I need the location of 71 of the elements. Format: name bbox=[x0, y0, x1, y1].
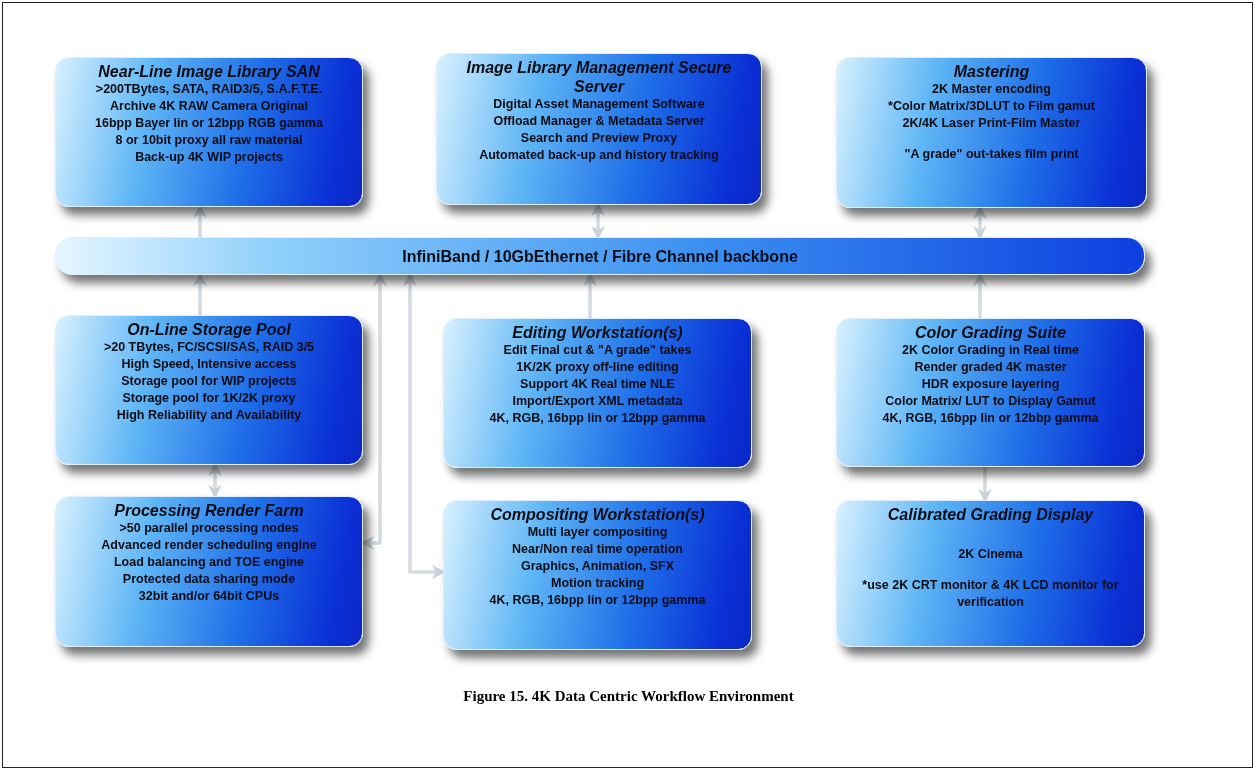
component-box bbox=[836, 500, 1145, 647]
box-title: Color Grading Suite bbox=[914, 323, 1067, 342]
box-text: Digital Asset Management Software bbox=[493, 96, 705, 113]
box-text: Motion tracking bbox=[550, 575, 645, 592]
box-text: Automated back-up and history tracking bbox=[479, 147, 719, 164]
box-text: Back-up 4K WIP projects bbox=[135, 149, 283, 166]
box-title: Compositing Workstation(s) bbox=[490, 505, 705, 524]
box-text: Near/Non real time operation bbox=[512, 541, 683, 558]
connector-arrow bbox=[973, 205, 987, 240]
connector-arrow bbox=[403, 272, 446, 579]
box-text: Support 4K Real time NLE bbox=[520, 376, 675, 393]
box-text: Protected data sharing mode bbox=[122, 571, 296, 588]
component-box bbox=[836, 318, 1145, 467]
box-text: "A grade" out-takes film print bbox=[904, 146, 1079, 163]
component-box bbox=[55, 496, 363, 647]
box-title: Near-Line Image Library SAN bbox=[98, 62, 320, 81]
component-box bbox=[55, 57, 363, 207]
box-text: HDR exposure layering bbox=[921, 376, 1060, 393]
box-text: Offload Manager & Metadata Server bbox=[493, 113, 705, 130]
box-text: 4K, RGB, 16bpp lin or 12bpp gamma bbox=[489, 592, 706, 609]
box-title: Mastering bbox=[953, 62, 1030, 81]
box-text: Graphics, Animation, SFX bbox=[520, 558, 674, 575]
connector-arrow bbox=[208, 462, 222, 499]
box-text: >200TBytes, SATA, RAID3/5, S.A.F.T.E. bbox=[95, 81, 323, 98]
box-text: 2K Master encoding bbox=[932, 81, 1051, 98]
box-text: Storage pool for 1K/2K proxy bbox=[122, 390, 296, 407]
box-text: *Color Matrix/3DLUT to Film gamut bbox=[888, 98, 1095, 115]
box-text: 32bit and/or 64bit CPUs bbox=[138, 588, 280, 605]
backbone-bar bbox=[55, 237, 1145, 275]
box-text: 2K/4K Laser Print-Film Master bbox=[902, 115, 1081, 132]
box-text: 2K Cinema bbox=[958, 546, 1023, 563]
box-title: Calibrated Grading Display bbox=[887, 505, 1094, 524]
connector-arrow bbox=[978, 467, 992, 503]
connector-arrow bbox=[360, 272, 387, 550]
box-text: High Reliability and Availability bbox=[116, 407, 302, 424]
box-text: Archive 4K RAW Camera Original bbox=[110, 98, 308, 115]
box-text: Render graded 4K master bbox=[914, 359, 1067, 376]
connector-arrow bbox=[973, 272, 987, 318]
box-text: 4K, RGB, 16bpp lin or 12bbp gamma bbox=[882, 410, 1099, 427]
box-text: Multi layer compositing bbox=[527, 524, 668, 541]
figure-caption: Figure 15. 4K Data Centric Workflow Environment bbox=[463, 688, 794, 705]
box-text: 2K Color Grading in Real time bbox=[901, 342, 1080, 359]
connector-arrow bbox=[193, 272, 207, 315]
component-box bbox=[836, 57, 1147, 208]
box-text: 16bpp Bayer lin or 12bpp RGB gamma bbox=[95, 115, 323, 132]
box-text: Load balancing and TOE engine bbox=[113, 554, 305, 571]
box-text: Storage pool for WIP projects bbox=[121, 373, 297, 390]
box-text: 4K, RGB, 16bpp lin or 12bpp gamma bbox=[489, 410, 706, 427]
box-text: 1K/2K proxy off-line editing bbox=[516, 359, 679, 376]
box-title: Processing Render Farm bbox=[114, 501, 304, 520]
component-box bbox=[436, 53, 762, 205]
component-box bbox=[55, 315, 363, 465]
backbone-label: InfiniBand / 10GbEthernet / Fibre Channel backbone bbox=[402, 247, 798, 265]
box-title: Editing Workstation(s) bbox=[512, 323, 683, 342]
box-text: >50 parallel processing nodes bbox=[119, 520, 299, 537]
box-text: Search and Preview Proxy bbox=[520, 130, 678, 147]
box-text: Advanced render scheduling engine bbox=[101, 537, 317, 554]
connector-arrow bbox=[583, 272, 597, 318]
box-text: High Speed, Intensive access bbox=[121, 356, 297, 373]
box-text: >20 TBytes, FC/SCSI/SAS, RAID 3/5 bbox=[103, 339, 315, 356]
box-title: On-Line Storage Pool bbox=[127, 320, 291, 339]
box-text: Edit Final cut & "A grade" takes bbox=[503, 342, 692, 359]
box-text: Color Matrix/ LUT to Display Gamut bbox=[885, 393, 1096, 410]
component-box bbox=[443, 318, 752, 468]
component-box bbox=[443, 500, 752, 650]
box-text: 8 or 10bit proxy all raw material bbox=[115, 132, 303, 149]
connector-arrow bbox=[591, 202, 605, 240]
box-text: *use 2K CRT monitor & 4K LCD monitor for verification bbox=[861, 577, 1120, 611]
connector-arrow bbox=[193, 204, 207, 237]
box-text: Import/Export XML metadata bbox=[512, 393, 683, 410]
box-title: Image Library Management Secure Server bbox=[465, 58, 733, 96]
